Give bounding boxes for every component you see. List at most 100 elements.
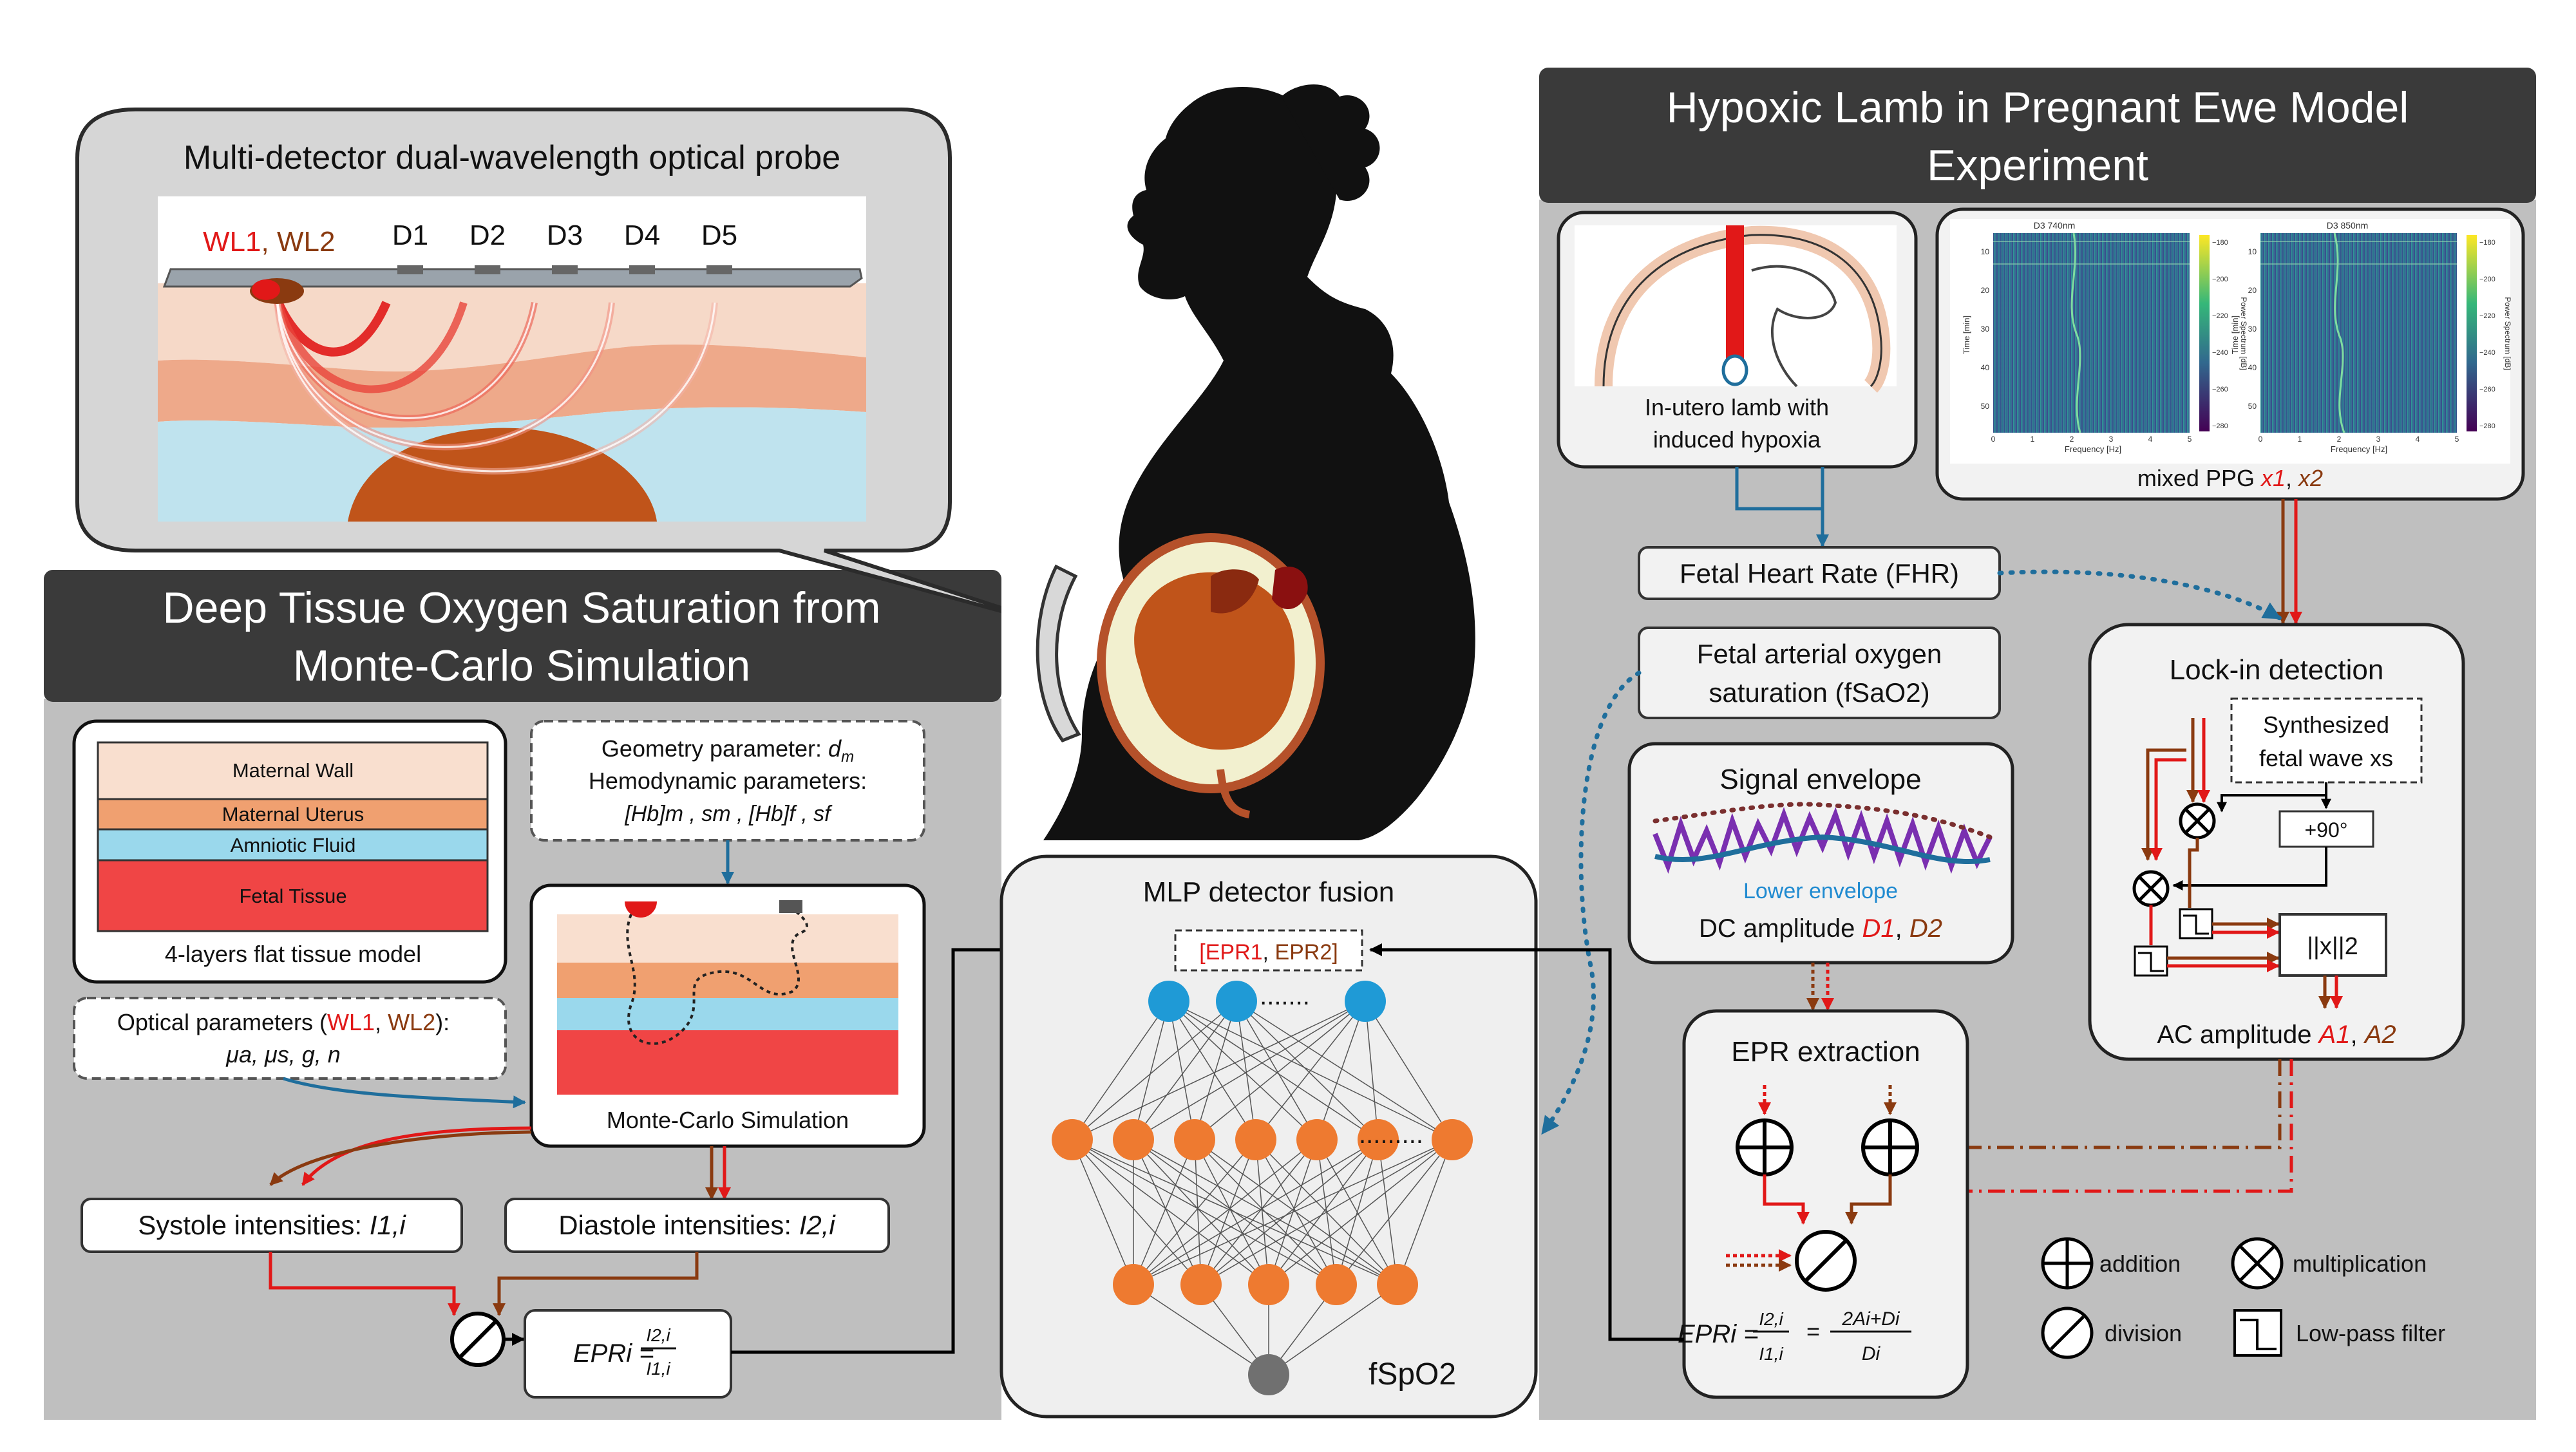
wl-separator: , xyxy=(261,226,276,258)
mlp-edge xyxy=(1200,1139,1318,1285)
colorbar-tick: −220 xyxy=(2212,312,2228,320)
spectrogram-ytick: 50 xyxy=(2248,402,2257,411)
addition-operator-right xyxy=(1861,1118,1919,1176)
mlp-dots-hidden: ......... xyxy=(1359,1120,1423,1149)
spectrogram-right: D3 850nm Frequency [Hz] Time [min] Power… xyxy=(2230,220,2512,454)
mlp-node xyxy=(1296,1119,1338,1160)
signal-envelope-box xyxy=(1627,742,2014,965)
colorbar-tick: −240 xyxy=(2212,349,2228,357)
mlp-edge xyxy=(1133,1139,1318,1285)
monte-carlo-header-line1: Deep Tissue Oxygen Saturation from xyxy=(163,583,881,632)
mlp-edge xyxy=(1200,1139,1379,1285)
wl1-label: WL1 xyxy=(203,226,261,258)
fsao2-line2: saturation (fSaO2) xyxy=(1709,677,1929,708)
epr-extraction-box xyxy=(1682,1009,1969,1399)
mlp-node xyxy=(1052,1119,1093,1160)
mlp-node xyxy=(1216,981,1257,1022)
mlp-node xyxy=(1377,1264,1418,1305)
probe-wl-label: WL1, WL2 xyxy=(203,226,335,258)
spectrogram-ytick: 40 xyxy=(2248,363,2257,372)
mlp-edge xyxy=(1133,1001,1366,1140)
spectrogram-xtick: 2 xyxy=(2070,435,2074,444)
spectrogram-ytick: 30 xyxy=(2248,325,2257,334)
mlp-edge xyxy=(1133,1139,1202,1285)
detector-label-4: D4 xyxy=(624,220,660,251)
spectrogram-xtick: 0 xyxy=(2259,435,2263,444)
optical-params-text: Optical parameters (WL1, WL2): xyxy=(117,1009,450,1035)
mlp-edge xyxy=(1268,1139,1453,1285)
mlp-edge xyxy=(1168,1001,1256,1140)
spectrogram-left-cbar-label: Power Spectrum [dB] xyxy=(2239,297,2248,370)
multiply-operator-bottom xyxy=(2132,870,2170,907)
spectrogram-xtick: 5 xyxy=(2455,435,2459,444)
lamb-caption-line2: induced hypoxia xyxy=(1653,426,1821,453)
ppg-label: mixed PPG x1, x2 xyxy=(2137,465,2323,491)
probe-bubble: Multi-detector dual-wavelength optical p… xyxy=(75,108,1063,630)
detector-label-3: D3 xyxy=(547,220,583,251)
dc-amplitude-label: DC amplitude D1, D2 xyxy=(1699,914,1942,943)
ac-amplitude-label: AC amplitude A1, A2 xyxy=(2157,1021,2396,1049)
multiply-operator-top xyxy=(2179,802,2216,840)
division-operator-right xyxy=(1795,1230,1857,1292)
pregnant-woman-silhouette xyxy=(1001,64,1536,840)
mlp-node xyxy=(1248,1264,1289,1305)
legend-addition-icon xyxy=(2041,1237,2094,1290)
spectrogram-ytick: 50 xyxy=(1981,402,1990,411)
phase-shift-box xyxy=(2278,810,2374,848)
systole-text: Systole intensities: I1,i xyxy=(138,1210,406,1240)
spectrogram-ytick: 30 xyxy=(1981,325,1990,334)
mlp-edge xyxy=(1133,1139,1269,1285)
legend-division: division xyxy=(2105,1320,2182,1346)
mlp-node xyxy=(1174,1119,1215,1160)
mlp-node xyxy=(1113,1264,1154,1305)
lockin-title: Lock-in detection xyxy=(2170,654,2384,686)
mlp-edge xyxy=(1194,1139,1202,1285)
detector-label-1: D1 xyxy=(392,220,428,251)
mlp-edge xyxy=(1336,1139,1379,1285)
layer-label-maternal-wall: Maternal Wall xyxy=(232,759,354,782)
spectrogram-xtick: 0 xyxy=(1991,435,1996,444)
mlp-node xyxy=(1316,1264,1357,1305)
colorbar-tick: −200 xyxy=(2212,276,2228,283)
mlp-edge xyxy=(1194,1139,1337,1285)
mlp-edge xyxy=(1168,1001,1195,1140)
mlp-edge xyxy=(1336,1139,1453,1285)
mlp-edge xyxy=(1268,1284,1398,1375)
legend-multiplication-icon xyxy=(2231,1237,2284,1290)
mlp-edge xyxy=(1200,1139,1256,1285)
spectrogram-xtick: 1 xyxy=(2298,435,2302,444)
spectrogram-xtick: 3 xyxy=(2109,435,2114,444)
colorbar-tick: −180 xyxy=(2479,239,2496,247)
layer-label-amniotic-fluid: Amniotic Fluid xyxy=(231,834,356,856)
detector-label-2: D2 xyxy=(469,220,506,251)
mlp-edge xyxy=(1133,1284,1269,1375)
mlp-edge xyxy=(1255,1001,1366,1140)
colorbar-tick: −200 xyxy=(2479,276,2496,283)
synth-line2: fetal wave xs xyxy=(2259,745,2393,771)
norm-box xyxy=(2278,913,2387,977)
mlp-edge xyxy=(1072,1139,1337,1285)
mlp-edge xyxy=(1168,1001,1379,1140)
colorbar-tick: −260 xyxy=(2479,386,2496,393)
mlp-edge xyxy=(1194,1139,1269,1285)
legend-multiplication: multiplication xyxy=(2293,1250,2427,1277)
diastole-text: Diastole intensities: I2,i xyxy=(558,1210,836,1240)
mlp-edge xyxy=(1316,1001,1366,1140)
layer-label-fetal-tissue: Fetal Tissue xyxy=(239,885,346,907)
synth-line1: Synthesized xyxy=(2263,712,2389,738)
epr-final-den1: I1,i xyxy=(1759,1344,1783,1364)
lockin-box xyxy=(2088,623,2465,1061)
optical-params-box xyxy=(73,997,507,1080)
mlp-edge xyxy=(1378,1139,1398,1285)
mlp-edge xyxy=(1365,1001,1379,1140)
monte-carlo-header xyxy=(44,570,1001,702)
experiment-header xyxy=(1539,68,2536,203)
mlp-node xyxy=(1358,1119,1399,1160)
spectrogram-right-ylabel: Time [min] xyxy=(2230,316,2240,354)
probe-title: Multi-detector dual-wavelength optical p… xyxy=(184,139,840,176)
spectrogram-xtick: 5 xyxy=(2188,435,2192,444)
epr-final-num2: 2Ai+Di xyxy=(1841,1308,1900,1330)
mlp-edge xyxy=(1194,1001,1366,1140)
